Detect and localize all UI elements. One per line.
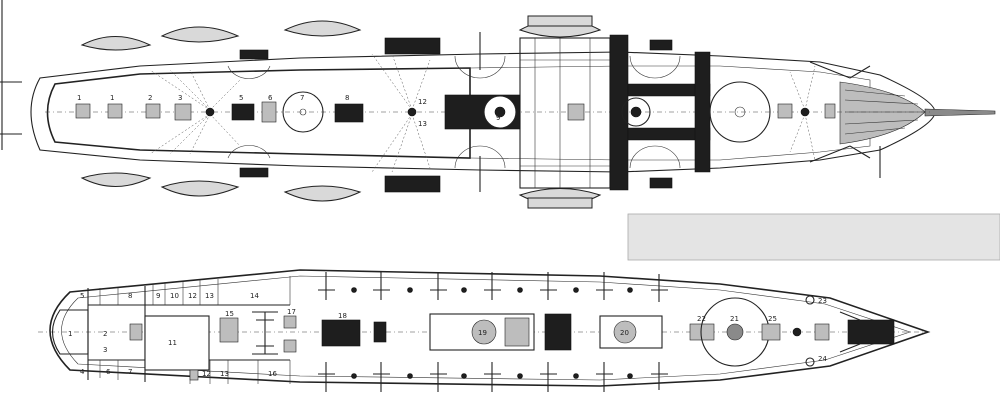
compartment-label: 12 [202,370,211,378]
gun-sweep [629,55,681,79]
lower-inner-hull [61,275,911,381]
boat [80,172,152,187]
compartment-label: 7 [128,368,132,376]
fitting [239,167,269,178]
upper-hatches [75,101,836,123]
fore-deck-line [469,65,871,161]
compartment-label: 16 [268,370,277,378]
compartment-label: 21 [730,315,739,323]
hatch-label: 3 [178,94,182,102]
compartment-label: 24 [818,355,827,363]
hatch-label: 6 [268,94,273,102]
lower-deck-plan: 1 2 3 4 5 6 7 8 9 10 11 12 12 13 13 14 1… [38,269,931,392]
compartment-label: 20 [620,329,629,337]
compartment-label: 15 [225,310,234,318]
mast [407,107,417,117]
anchor-davit [809,61,871,79]
compartment-label: 19 [478,329,487,337]
upper-deck-plan: 1 1 2 3 5 6 7 8 9 12 13 [30,15,996,209]
hatch-label: 8 [345,94,349,102]
fitting [239,49,269,60]
compartment-label: 22 [697,315,706,323]
aft-deck-area [46,67,471,159]
gun-sweep [629,145,681,169]
hatch-block [321,319,361,347]
rigging-rays [149,53,816,173]
compartment-label: 6 [106,368,111,376]
anchor-davit [809,145,871,163]
boat [160,180,240,197]
skylight [544,313,572,351]
mast [800,107,810,117]
deck-grating-top [384,37,441,55]
compartment-label: 10 [170,292,179,300]
compartment-label: 25 [768,315,777,323]
mast [205,107,215,117]
bow-store [847,319,895,345]
boat [283,185,362,202]
gun-sweep [454,55,506,79]
boat-cover [527,197,593,209]
boat-cover [527,15,593,27]
bowsprit [924,108,996,117]
compartment-label: 9 [156,292,160,300]
compartment-label: 13 [205,292,214,300]
boats-bottom-row [80,172,602,209]
hatch-label: 1 [110,94,114,102]
turret-circle [709,81,771,143]
funnel-forward [621,97,651,127]
compartment-label: 8 [128,292,132,300]
compartment-label: 2 [103,330,107,338]
stern-cabin [51,309,89,355]
inset-panel [627,213,1000,261]
turret-circle [282,91,324,133]
boat [160,26,240,43]
compartment-label: 13 [220,370,229,378]
machinery [219,317,239,343]
hatch-block [373,321,387,343]
gun-sweep [227,145,271,159]
aft-compartments [87,276,291,384]
midship-house [519,37,611,189]
compartment-label: 4 [80,368,85,376]
bridge-front [694,51,711,173]
compartment-labels: 1 2 3 4 5 6 7 8 9 10 11 12 12 13 13 14 1… [68,292,827,378]
compartment-label: 5 [80,292,84,300]
compartment-label: 23 [818,297,827,305]
hatch-label: 1 [77,94,81,102]
hatch-label: 9 [496,114,500,122]
boats-top-row [80,15,602,51]
compartment-label: 14 [250,292,259,300]
boat [80,36,152,51]
pump-gear [252,311,278,355]
compartment-label: 17 [287,308,296,316]
hatch-label: 5 [239,94,243,102]
hatch-label: 2 [148,94,152,102]
compartment-label: 3 [103,346,107,354]
hatch-label: 12 [418,98,427,106]
upper-hull-outline [30,51,936,173]
deck-grating-bottom [384,175,441,193]
compartment-label: 11 [168,339,177,347]
gun-sweep [454,145,506,169]
lower-guns [318,272,668,392]
bridge-wing [609,34,629,191]
fitting [649,39,673,51]
compartment-label: 18 [338,312,347,320]
bollards [351,287,633,379]
compartment-label: 12 [188,292,197,300]
boat [283,20,362,37]
hatch-label: 13 [418,120,427,128]
compartment-label: 1 [68,330,72,338]
gun-sweep [227,65,271,79]
fitting [649,177,673,189]
hatch-label: 7 [300,94,304,102]
